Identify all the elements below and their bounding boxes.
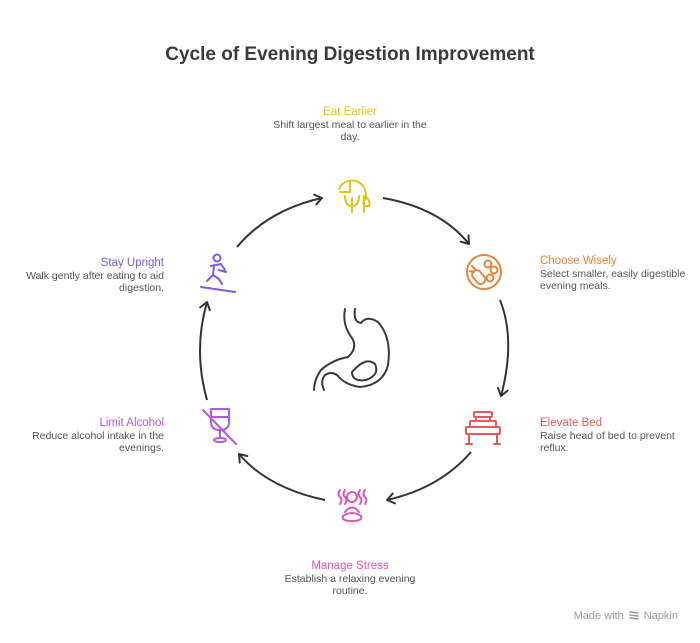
step-choose-wisely: Choose Wisely Select smaller, easily dig… [540, 254, 690, 292]
step-description: Select smaller, easily digestible evenin… [540, 268, 686, 292]
diagram-title: Cycle of Evening Digestion Improvement [165, 44, 535, 65]
arrow-choose-wisely-to-elevate-bed [496, 299, 510, 397]
step-description: Establish a relaxing evening routine. [284, 573, 416, 597]
step-description: Walk gently after eating to aid digestio… [26, 270, 164, 294]
step-limit-alcohol: Limit Alcohol Reduce alcohol intake in t… [20, 416, 164, 454]
clock-utensils-icon [338, 179, 371, 213]
arrow-stay-upright-to-eat-earlier [236, 193, 323, 248]
footer-text: Made with [573, 610, 624, 622]
napkin-logo-icon [629, 611, 639, 620]
arrow-elevate-bed-to-manage-stress [386, 451, 472, 505]
step-description: Raise head of bed to prevent reflux. [540, 430, 675, 454]
footer-branding[interactable]: Made with Napkin [574, 610, 678, 622]
step-title: Stay Upright [100, 257, 164, 269]
footer-brand: Napkin [643, 610, 678, 622]
arrow-eat-earlier-to-choose-wisely [382, 197, 470, 245]
step-title: Elevate Bed [540, 417, 603, 429]
step-manage-stress: Manage Stress Establish a relaxing eveni… [275, 559, 425, 597]
bed-icon [465, 411, 501, 445]
arrow-manage-stress-to-limit-alcohol [238, 453, 326, 501]
vegetables-icon [466, 254, 502, 290]
stomach-icon [313, 308, 390, 391]
step-description: Shift largest meal to earlier in the day… [273, 119, 427, 143]
no-alcohol-icon [202, 408, 237, 445]
walking-icon [200, 253, 236, 293]
step-stay-upright: Stay Upright Walk gently after eating to… [14, 256, 164, 294]
step-title: Choose Wisely [540, 255, 617, 267]
meditation-icon [337, 489, 368, 522]
step-title: Limit Alcohol [99, 417, 164, 429]
step-title: Manage Stress [311, 560, 389, 572]
step-title: Eat Earlier [323, 106, 377, 118]
step-elevate-bed: Elevate Bed Raise head of bed to prevent… [540, 416, 700, 454]
step-eat-earlier: Eat Earlier Shift largest meal to earlie… [265, 105, 435, 143]
step-description: Reduce alcohol intake in the evenings. [32, 430, 164, 454]
arrow-limit-alcohol-to-stay-upright [199, 301, 211, 401]
